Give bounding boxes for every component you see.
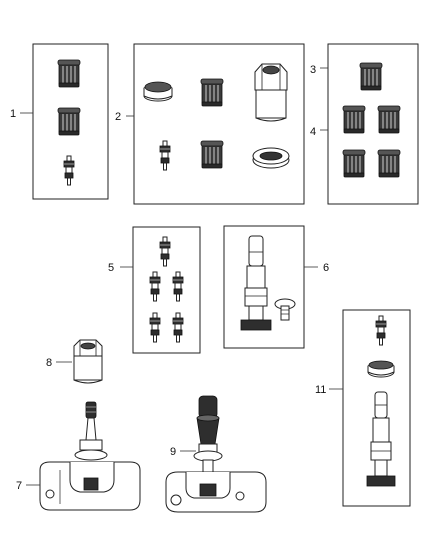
callout-4: 4 — [310, 126, 316, 138]
nut-icon — [73, 339, 103, 384]
valve-cap-icon — [200, 78, 224, 107]
callout-9: 9 — [170, 446, 176, 458]
valve-cap-icon — [377, 149, 401, 178]
grommet-icon — [367, 360, 395, 378]
tpms-sensor-icon — [39, 401, 141, 511]
hex-nut-icon — [254, 63, 288, 122]
valve-stem-icon — [366, 391, 396, 487]
callout-2: 2 — [115, 111, 121, 123]
valve-stem-icon — [240, 235, 272, 331]
callout-11: 11 — [315, 384, 326, 396]
valve-cap-icon — [57, 107, 81, 136]
screw-icon — [274, 298, 296, 321]
callout-3: 3 — [310, 64, 316, 76]
valve-cap-icon — [342, 149, 366, 178]
tpms-sensor-rubber-stem-icon — [165, 395, 267, 513]
grommet-icon — [143, 81, 173, 102]
callout-5: 5 — [108, 262, 114, 274]
callout-6: 6 — [323, 262, 329, 274]
callout-1: 1 — [10, 108, 16, 120]
callout-7: 7 — [16, 480, 22, 492]
valve-cap-icon — [57, 59, 81, 88]
callout-8: 8 — [46, 357, 52, 369]
valve-cap-icon — [200, 140, 224, 169]
valve-cap-icon — [359, 62, 383, 91]
valve-cap-icon — [377, 105, 401, 134]
seal-ring-icon — [252, 147, 290, 169]
valve-cap-icon — [342, 105, 366, 134]
